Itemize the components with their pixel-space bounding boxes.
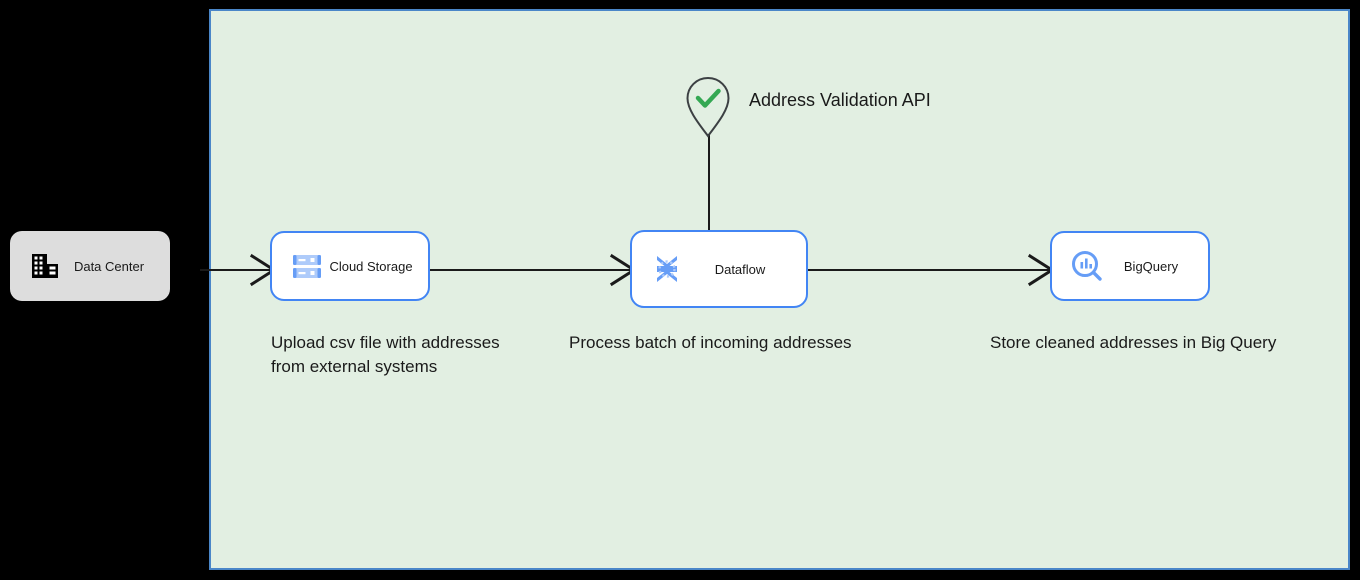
node-cloud-storage[interactable]: Cloud Storage <box>270 231 430 301</box>
map-pin-check-icon <box>686 76 730 138</box>
connector-api-to-dataflow <box>708 134 710 232</box>
node-dataflow[interactable]: Dataflow <box>630 230 808 308</box>
cloud-storage-icon <box>293 255 321 278</box>
node-data-center[interactable]: Data Center <box>10 231 170 301</box>
node-dataflow-label: Dataflow <box>714 261 766 277</box>
data-center-building-icon <box>32 254 58 278</box>
connector-cloud-storage-to-dataflow <box>425 253 637 287</box>
node-cloud-storage-label: Cloud Storage <box>329 258 413 274</box>
dataflow-icon <box>657 256 677 282</box>
address-validation-api-label: Address Validation API <box>749 90 931 110</box>
connector-dataflow-to-bigquery <box>803 253 1055 287</box>
caption-dataflow: Process batch of incoming addresses <box>569 333 852 352</box>
connector-data-center-to-cloud-storage <box>200 253 277 287</box>
caption-cloud-storage: Upload csv file with addresses from exte… <box>271 333 500 376</box>
bigquery-icon <box>1072 251 1102 281</box>
node-bigquery-label: BigQuery <box>1123 258 1179 274</box>
node-bigquery[interactable]: BigQuery <box>1050 231 1210 301</box>
node-data-center-label: Data Center <box>73 258 145 274</box>
caption-bigquery: Store cleaned addresses in Big Query <box>990 333 1277 352</box>
